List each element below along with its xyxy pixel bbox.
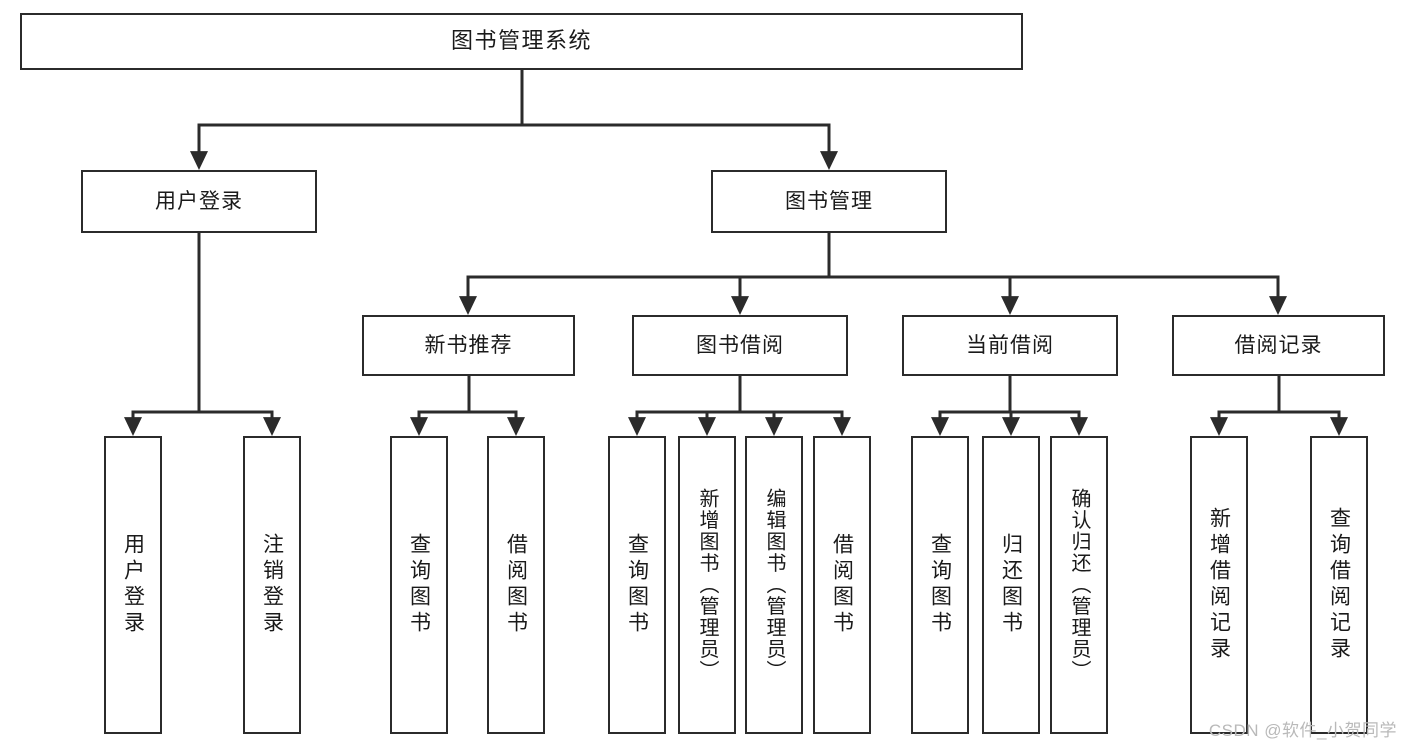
leaf-borrow-book-1[interactable]: 借阅图书 [487,436,545,734]
node-label: 新增借阅记录 [1207,507,1231,663]
node-label: 图书借阅 [696,333,784,357]
leaf-add-book[interactable]: 新增图书（管理员） [678,436,736,734]
leaf-return-book[interactable]: 归还图书 [982,436,1040,734]
node-label: 借阅图书 [830,533,854,637]
node-label: 新增图书（管理员） [696,488,718,682]
node-user-login[interactable]: 用户登录 [81,170,317,233]
node-label: 用户登录 [155,189,243,213]
leaf-query-book-1[interactable]: 查询图书 [390,436,448,734]
node-label: 查询图书 [928,533,952,637]
node-label: 当前借阅 [966,333,1054,357]
node-label: 图书管理系统 [450,28,592,54]
node-label: 借阅图书 [504,533,528,637]
leaf-user-login[interactable]: 用户登录 [104,436,162,734]
node-current-borrow[interactable]: 当前借阅 [902,315,1118,376]
node-root-system[interactable]: 图书管理系统 [20,13,1023,70]
node-label: 用户登录 [121,533,145,637]
node-label: 查询图书 [407,533,431,637]
leaf-query-record[interactable]: 查询借阅记录 [1310,436,1368,734]
leaf-query-book-3[interactable]: 查询图书 [911,436,969,734]
csdn-watermark: CSDN @软件_小贺同学 [1208,721,1397,740]
node-label: 图书管理 [785,189,873,213]
leaf-borrow-book-2[interactable]: 借阅图书 [813,436,871,734]
leaf-confirm-return[interactable]: 确认归还（管理员） [1050,436,1108,734]
node-label: 归还图书 [999,533,1023,637]
leaf-query-book-2[interactable]: 查询图书 [608,436,666,734]
leaf-add-record[interactable]: 新增借阅记录 [1190,436,1248,734]
leaf-edit-book[interactable]: 编辑图书（管理员） [745,436,803,734]
node-label: 确认归还（管理员） [1068,488,1090,682]
node-borrow-record[interactable]: 借阅记录 [1172,315,1385,376]
node-label: 借阅记录 [1234,333,1323,357]
node-label: 注销登录 [260,533,284,637]
node-book-manage[interactable]: 图书管理 [711,170,947,233]
leaf-user-logout[interactable]: 注销登录 [243,436,301,734]
node-label: 查询借阅记录 [1327,507,1351,663]
node-new-book-rec[interactable]: 新书推荐 [362,315,575,376]
node-label: 查询图书 [625,533,649,637]
node-book-borrow[interactable]: 图书借阅 [632,315,848,376]
node-label: 编辑图书（管理员） [763,488,785,682]
node-label: 新书推荐 [424,333,513,357]
